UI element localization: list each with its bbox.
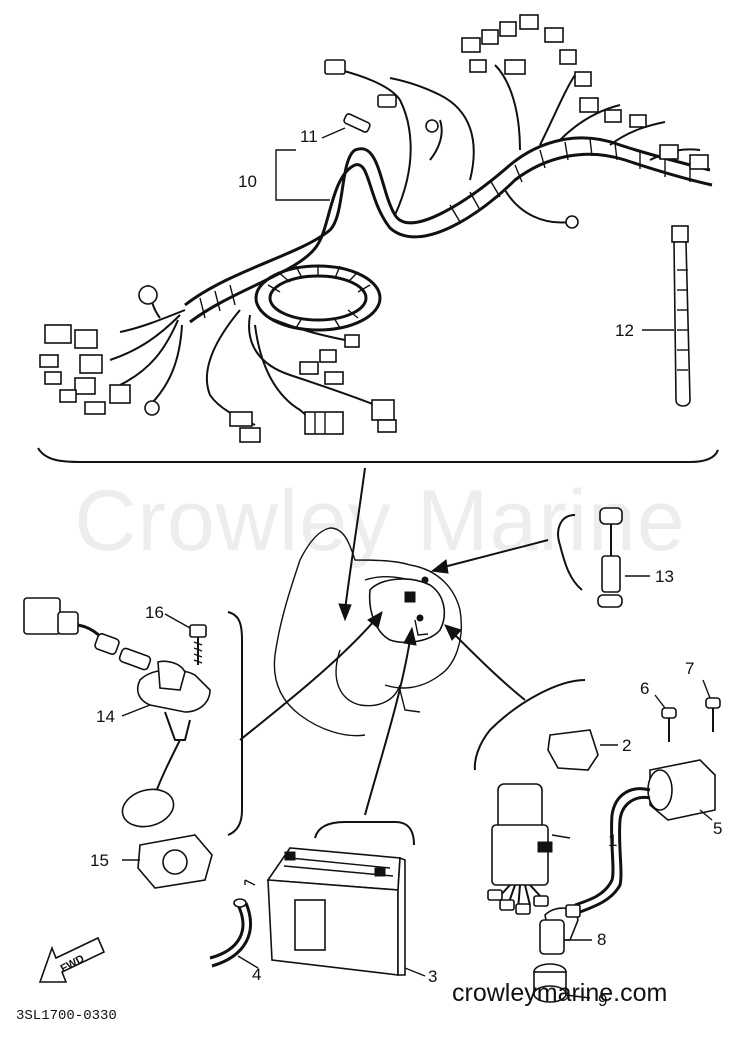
callout-3: 3 [428,967,438,986]
watermark-text: Crowley Marine [74,473,686,569]
plug-cap [533,904,592,1003]
leader-11 [321,127,346,139]
fwd-arrow-icon [38,936,106,983]
leader-10 [275,149,330,201]
relay [547,729,618,771]
bracket-battery [314,821,415,846]
callout-14: 14 [96,707,115,726]
callout-9: 9 [598,991,608,1010]
callout-2: 2 [622,736,632,755]
pointer-arrows [239,467,549,816]
callout-10: 10 [238,172,257,191]
callout-16: 16 [145,603,164,622]
wire-harness [39,14,713,443]
bracket-14 [227,611,243,836]
callout-8: 8 [597,930,607,949]
callout-7: 7 [685,659,695,678]
ignition-coil [574,679,721,914]
vehicle-outline [273,527,462,737]
callout-6: 6 [640,679,650,698]
callout-12: 12 [615,321,634,340]
cable-tie [642,225,691,407]
callout-4: 4 [252,965,262,984]
website-link[interactable]: crowleymarine.com [452,979,668,1007]
battery [266,847,426,977]
callout-11: 11 [300,127,318,146]
callout-13: 13 [655,567,674,586]
harness-bracket [37,447,719,463]
bracket-13 [557,514,583,591]
relay-unit [487,783,571,915]
bracket-relay [473,679,586,771]
callout-5: 5 [713,819,723,838]
callout-1: 1 [608,831,618,850]
drawing-code: 3SL1700-0330 [16,1008,117,1024]
vent-hose [209,879,259,969]
gasket [122,834,213,889]
callout-15: 15 [90,851,109,870]
fuel-sender [23,597,211,828]
switch-part [597,507,650,608]
